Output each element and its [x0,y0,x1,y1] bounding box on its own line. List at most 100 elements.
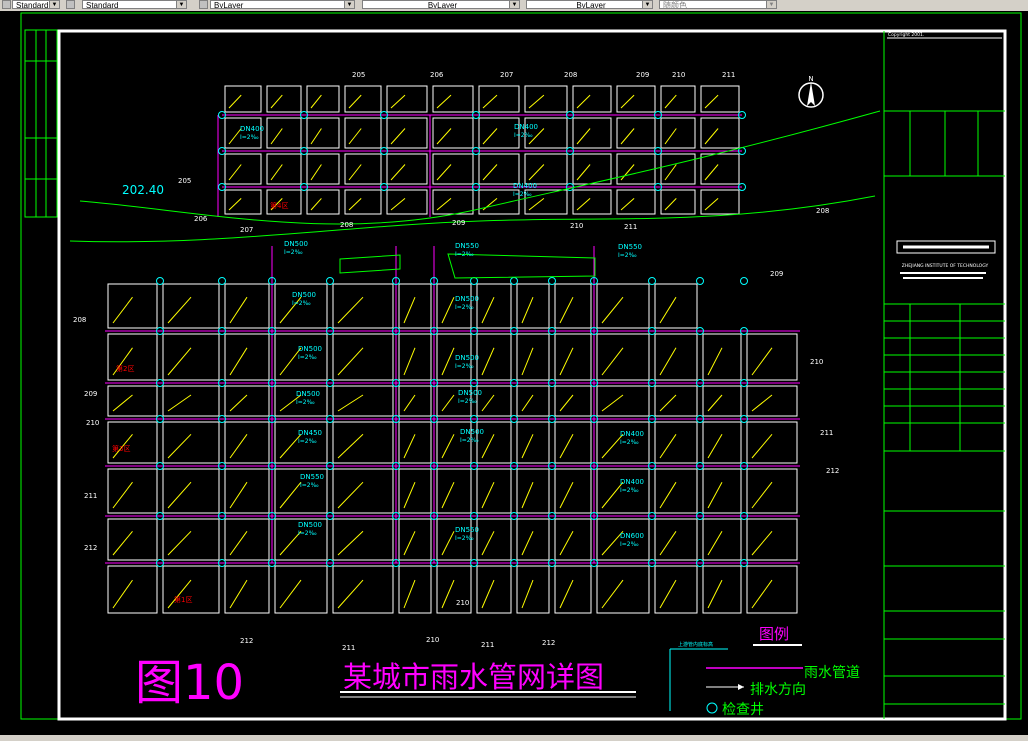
dim-style-combo[interactable]: Standard▼ [82,0,187,9]
arrow-icon [337,296,364,324]
slope-label: I=2‰ [298,530,317,537]
pipe-label: DN500 [298,521,322,529]
block [436,421,472,464]
block [572,85,612,113]
manhole [392,379,400,387]
lineweight-combo[interactable]: ByLayer▼ [526,0,653,9]
arrow-icon [664,198,677,211]
arrow-icon [441,394,455,412]
block [107,283,158,329]
left-title-strip [24,29,58,218]
legend-title: 图例 [759,625,789,643]
arrow-icon [270,164,283,181]
arrow-icon [751,394,773,412]
manhole [738,111,746,119]
manhole [648,379,656,387]
chevron-down-icon: ▼ [766,1,776,8]
block [660,117,696,149]
arrow-icon [112,433,133,459]
manhole [156,512,164,520]
pipe-label: DN400 [620,478,644,486]
manhole [590,559,598,567]
arrow-icon [576,128,591,145]
linetype-combo[interactable]: ByLayer▼ [362,0,520,9]
manhole [430,327,438,335]
drawing-canvas[interactable]: Copyright 2001. ZHEJIANG INSTITUTE OF TE… [0,11,1028,735]
river-number: 207 [240,226,253,234]
text-style-icon[interactable] [2,0,11,9]
manhole [218,462,226,470]
block [746,565,798,614]
block [344,85,382,113]
arrow-icon [559,579,574,609]
manhole [740,379,748,387]
block [616,153,656,185]
arrow-icon [659,394,677,412]
arrow-icon [659,579,677,609]
manhole [268,327,276,335]
color-combo[interactable]: ByLayer▼ [210,0,355,9]
manhole-circle-icon [706,702,718,714]
block [524,153,568,185]
block [524,189,568,215]
block [224,385,270,417]
command-line[interactable] [0,735,1028,741]
legend-manhole-label: 检查井 [722,702,764,718]
manhole [590,277,598,285]
arrow-icon [620,198,635,211]
block [700,153,740,185]
pipe-label: DN500 [460,428,484,436]
manhole [648,512,656,520]
arrow-icon [436,198,452,211]
text-style-combo[interactable]: Standard▼ [12,0,60,9]
arrow-icon [390,128,406,145]
arrow-icon [228,94,242,109]
arrow-icon [270,128,283,145]
manhole [156,327,164,335]
manhole [430,277,438,285]
pipe-label: DN450 [298,429,322,437]
block [398,565,432,614]
block [386,85,428,113]
block [524,85,568,113]
manhole [590,327,598,335]
river-elevation: 202.40 [122,183,164,197]
block [616,85,656,113]
manhole [218,111,226,119]
block [386,117,428,149]
river-number: 206 [194,215,208,223]
title-block [883,31,1005,719]
block [478,85,520,113]
manhole [510,327,518,335]
block [700,117,740,149]
top-number: 211 [722,71,735,79]
dim-style-icon[interactable] [66,0,75,9]
layer-manager-icon[interactable] [199,0,208,9]
pipe-network [105,114,800,564]
top-number: 210 [672,71,685,79]
cad-drawing[interactable]: Copyright 2001. ZHEJIANG INSTITUTE OF TE… [0,11,1028,735]
arrow-icon [528,198,545,211]
north-label: N [808,75,813,83]
block [224,153,262,185]
city-blocks [107,85,798,614]
bottom-number: 212 [240,637,253,645]
plot-style-combo[interactable]: 随颜色▼ [659,0,777,9]
block [332,518,394,561]
arrow-icon [279,530,302,556]
river-number: 211 [624,223,637,231]
block [654,468,698,514]
manhole [218,512,226,520]
river-number: 205 [178,177,191,185]
manhole [380,147,388,155]
left-number: 212 [84,544,97,552]
manhole [696,462,704,470]
slope-label: I=2‰ [620,439,639,446]
block [432,117,474,149]
pipe-label: DN550 [455,242,479,250]
block [436,468,472,514]
manhole [470,559,478,567]
manhole [156,379,164,387]
arrow-icon [481,531,495,556]
block [107,565,158,614]
